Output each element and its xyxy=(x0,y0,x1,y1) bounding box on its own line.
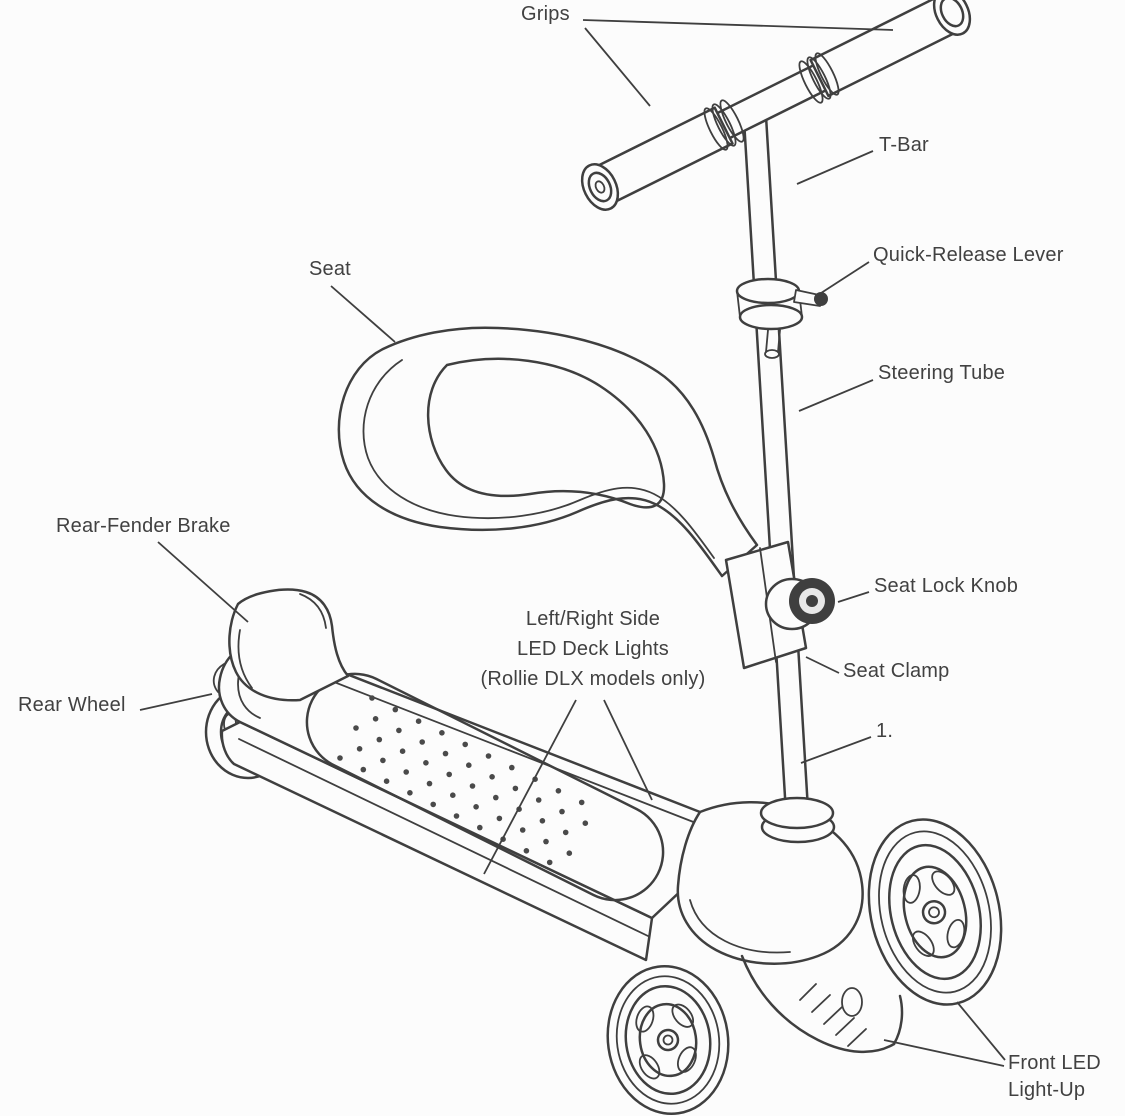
leader-rear-fender-brake xyxy=(157,541,249,623)
label-steering-tube: Steering Tube xyxy=(878,362,1006,384)
leader-steering-tube xyxy=(798,379,874,412)
steering-tube-drawing xyxy=(742,114,836,844)
label-seat: Seat xyxy=(309,258,351,280)
leader-t-bar xyxy=(796,150,874,185)
right-grip-endcap xyxy=(932,0,972,36)
leader-seat xyxy=(330,285,396,343)
seat-drawing xyxy=(337,326,835,670)
leader-grips-right xyxy=(582,19,894,31)
label-rear-wheel: Rear Wheel xyxy=(18,694,126,716)
t-bar-drawing xyxy=(580,0,972,211)
leader-grips-left xyxy=(584,27,651,107)
label-led-deck-lights-line1: Left/Right Side xyxy=(525,608,661,630)
front-led-module-drawing xyxy=(740,954,904,1054)
front-housing-drawing xyxy=(676,801,864,965)
rear-fender-brake-drawing xyxy=(212,588,350,702)
leader-front-led-b xyxy=(883,1039,1005,1067)
front-right-wheel-drawing xyxy=(867,818,1003,1006)
label-item-1: 1. xyxy=(876,720,894,742)
label-seat-lock-knob: Seat Lock Knob xyxy=(874,575,1019,597)
leader-rear-wheel xyxy=(139,693,213,711)
front-left-wheel-drawing xyxy=(606,964,730,1116)
label-led-deck-lights-line3: (Rollie DLX models only) xyxy=(480,668,706,690)
label-front-led: Front LED Light-Up xyxy=(1008,1050,1101,1104)
leader-lines xyxy=(139,19,1006,1067)
left-grip-endcap xyxy=(580,163,620,211)
leader-item-1 xyxy=(800,736,872,764)
quick-release-clamp-drawing xyxy=(735,277,828,359)
leader-seat-lock-knob xyxy=(837,591,870,603)
leader-seat-clamp xyxy=(805,656,840,674)
right-grip-collar xyxy=(798,52,840,104)
label-grips: Grips xyxy=(521,3,570,25)
leader-led-deck-left xyxy=(483,699,577,875)
label-front-led-line2: Light-Up xyxy=(1008,1079,1086,1101)
leader-quick-release xyxy=(817,261,870,296)
label-t-bar: T-Bar xyxy=(879,134,929,156)
label-rear-fender-brake: Rear-Fender Brake xyxy=(56,515,231,537)
label-led-deck-lights: Left/Right Side LED Deck Lights (Rollie … xyxy=(448,604,738,694)
leader-led-deck-right xyxy=(603,699,653,801)
label-quick-release-lever: Quick-Release Lever xyxy=(873,244,1064,266)
left-grip-collar xyxy=(703,99,745,151)
label-led-deck-lights-line2: LED Deck Lights xyxy=(517,638,669,660)
label-front-led-line1: Front LED xyxy=(1008,1052,1101,1074)
leader-front-led-a xyxy=(956,1001,1006,1061)
label-seat-clamp: Seat Clamp xyxy=(843,660,950,682)
